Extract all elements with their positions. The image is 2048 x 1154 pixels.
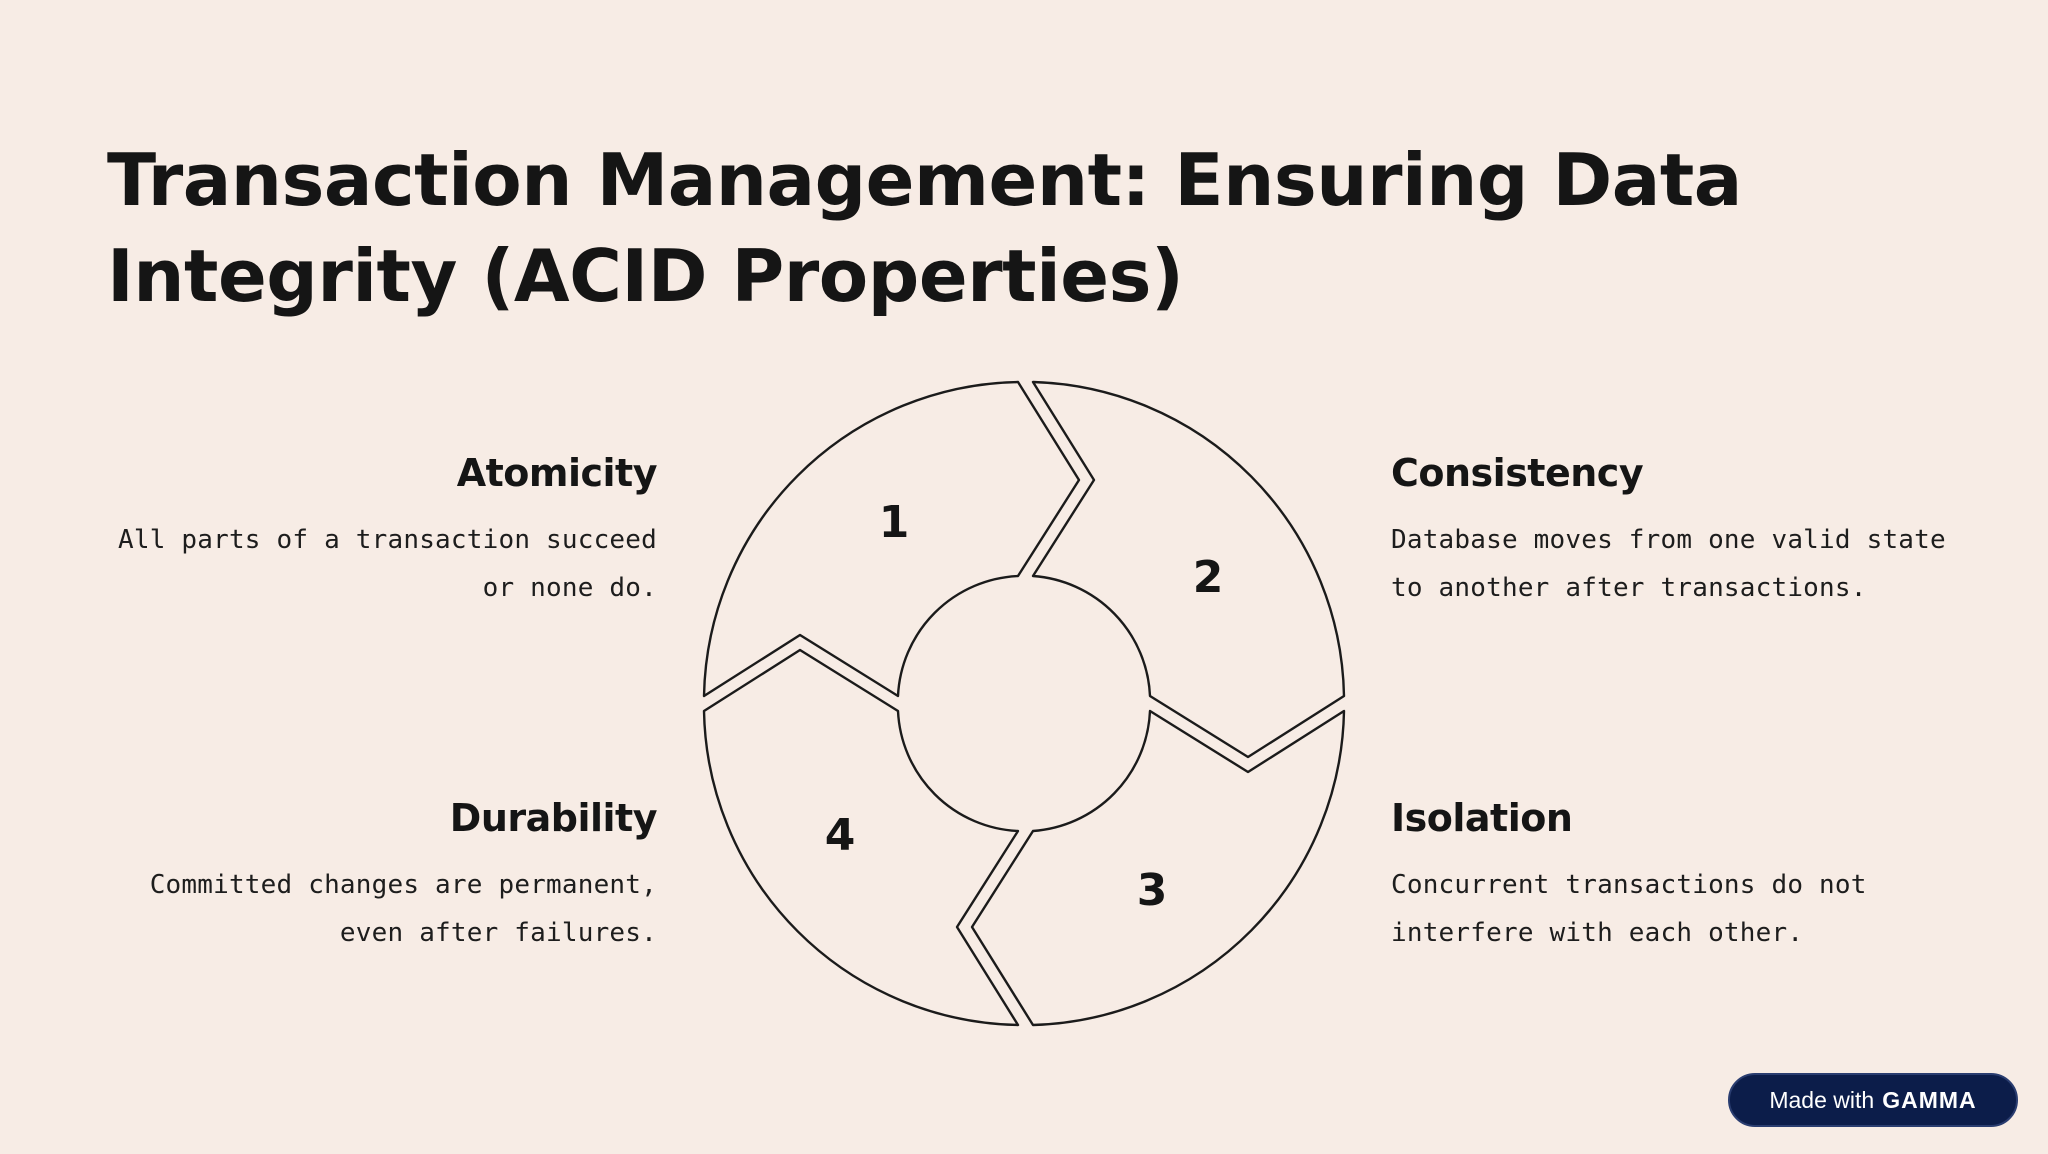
durability-description: Committed changes are permanent, even af… (149, 870, 657, 948)
atomicity-heading: Atomicity (456, 451, 658, 495)
segment-number-1: 1 (879, 497, 910, 548)
cycle-segment-3 (970, 709, 1346, 1027)
badge-prefix: Made with (1769, 1086, 1875, 1113)
cycle-segment-2 (1031, 380, 1346, 759)
page-title: Transaction Management: Ensuring Data In… (107, 138, 1742, 318)
gamma-logo: GAMMA (1882, 1086, 1977, 1113)
segment-number-2: 2 (1193, 552, 1224, 603)
durability-heading: Durability (449, 796, 658, 840)
consistency-description: Database moves from one valid state to a… (1391, 525, 1946, 603)
made-with-gamma-badge[interactable]: Made with GAMMA (1728, 1073, 2018, 1127)
cycle-segment-1 (702, 380, 1081, 698)
isolation-description: Concurrent transactions do not interfere… (1391, 870, 1867, 948)
isolation-heading: Isolation (1391, 796, 1573, 840)
cycle-segment-4 (702, 648, 1020, 1027)
atomicity-description: All parts of a transaction succeed or no… (117, 525, 657, 603)
consistency-heading: Consistency (1391, 451, 1644, 495)
segment-number-3: 3 (1137, 865, 1168, 916)
segment-number-4: 4 (825, 810, 856, 861)
